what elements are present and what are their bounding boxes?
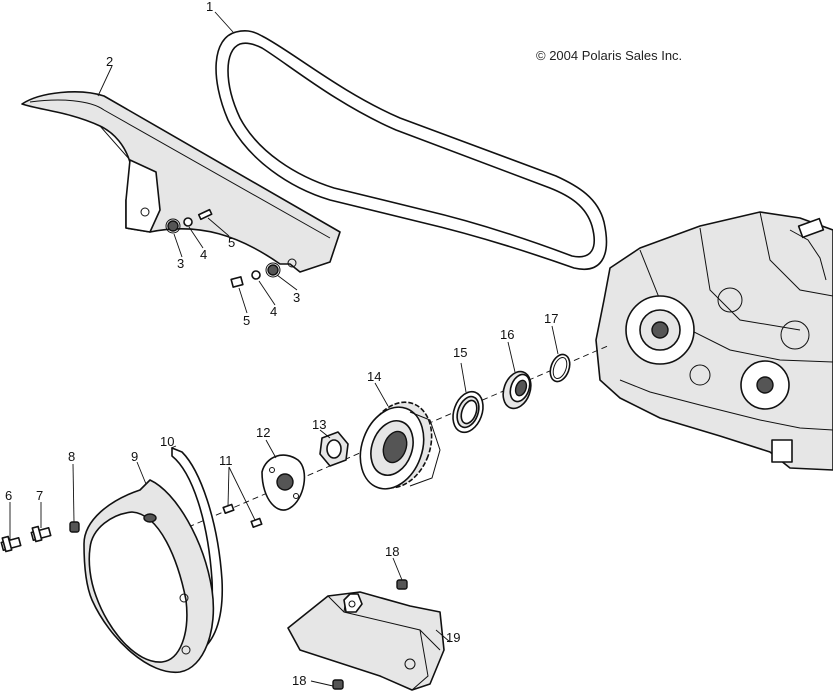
callout-10: 10 <box>160 434 174 449</box>
callout-12: 12 <box>256 425 270 440</box>
callout-7: 7 <box>36 488 43 503</box>
o-ring <box>549 353 571 383</box>
callout-8: 8 <box>68 449 75 464</box>
copyright-notice: © 2004 Polaris Sales Inc. <box>536 48 682 63</box>
callout-17: 17 <box>544 311 558 326</box>
callout-18-lower: 18 <box>292 673 306 688</box>
callout-16: 16 <box>500 327 514 342</box>
callout-3-lower: 3 <box>293 290 300 305</box>
callout-14: 14 <box>367 369 381 384</box>
callout-9: 9 <box>131 449 138 464</box>
callout-13: 13 <box>312 417 326 432</box>
callout-15: 15 <box>453 345 467 360</box>
cover-bolt-short <box>30 525 52 543</box>
callout-5-lower: 5 <box>243 313 250 328</box>
mounting-bracket <box>287 591 445 691</box>
hex-nut <box>319 431 349 467</box>
callout-11: 11 <box>219 453 233 468</box>
callout-2: 2 <box>106 54 113 69</box>
screws <box>222 503 263 528</box>
callout-3-upper: 3 <box>177 256 184 271</box>
outer-cover <box>83 479 215 673</box>
leader-lines <box>9 11 559 687</box>
cover-bolt-long <box>0 535 22 553</box>
callout-4-upper: 4 <box>200 247 207 262</box>
engine-block <box>595 211 833 471</box>
belt-guard <box>21 91 341 273</box>
bracket-bolt-lower <box>332 679 344 690</box>
callout-6: 6 <box>5 488 12 503</box>
retainer-plate <box>261 454 306 511</box>
callout-labels: 1 2 3 4 5 3 4 5 6 7 8 9 10 11 12 13 14 1… <box>5 0 558 688</box>
callout-19: 19 <box>446 630 460 645</box>
drive-belt <box>215 30 608 270</box>
guard-hardware-lower <box>230 262 281 288</box>
seal <box>502 370 532 410</box>
callout-18-upper: 18 <box>385 544 399 559</box>
guard-hardware-upper <box>165 208 213 234</box>
bracket-bolt-upper <box>396 579 408 590</box>
callout-5-upper: 5 <box>228 235 235 250</box>
bearing-ring <box>452 390 484 434</box>
callout-4-lower: 4 <box>270 304 277 319</box>
callout-1: 1 <box>206 0 213 14</box>
drive-sprocket <box>359 401 441 490</box>
cover-nut <box>69 521 80 533</box>
